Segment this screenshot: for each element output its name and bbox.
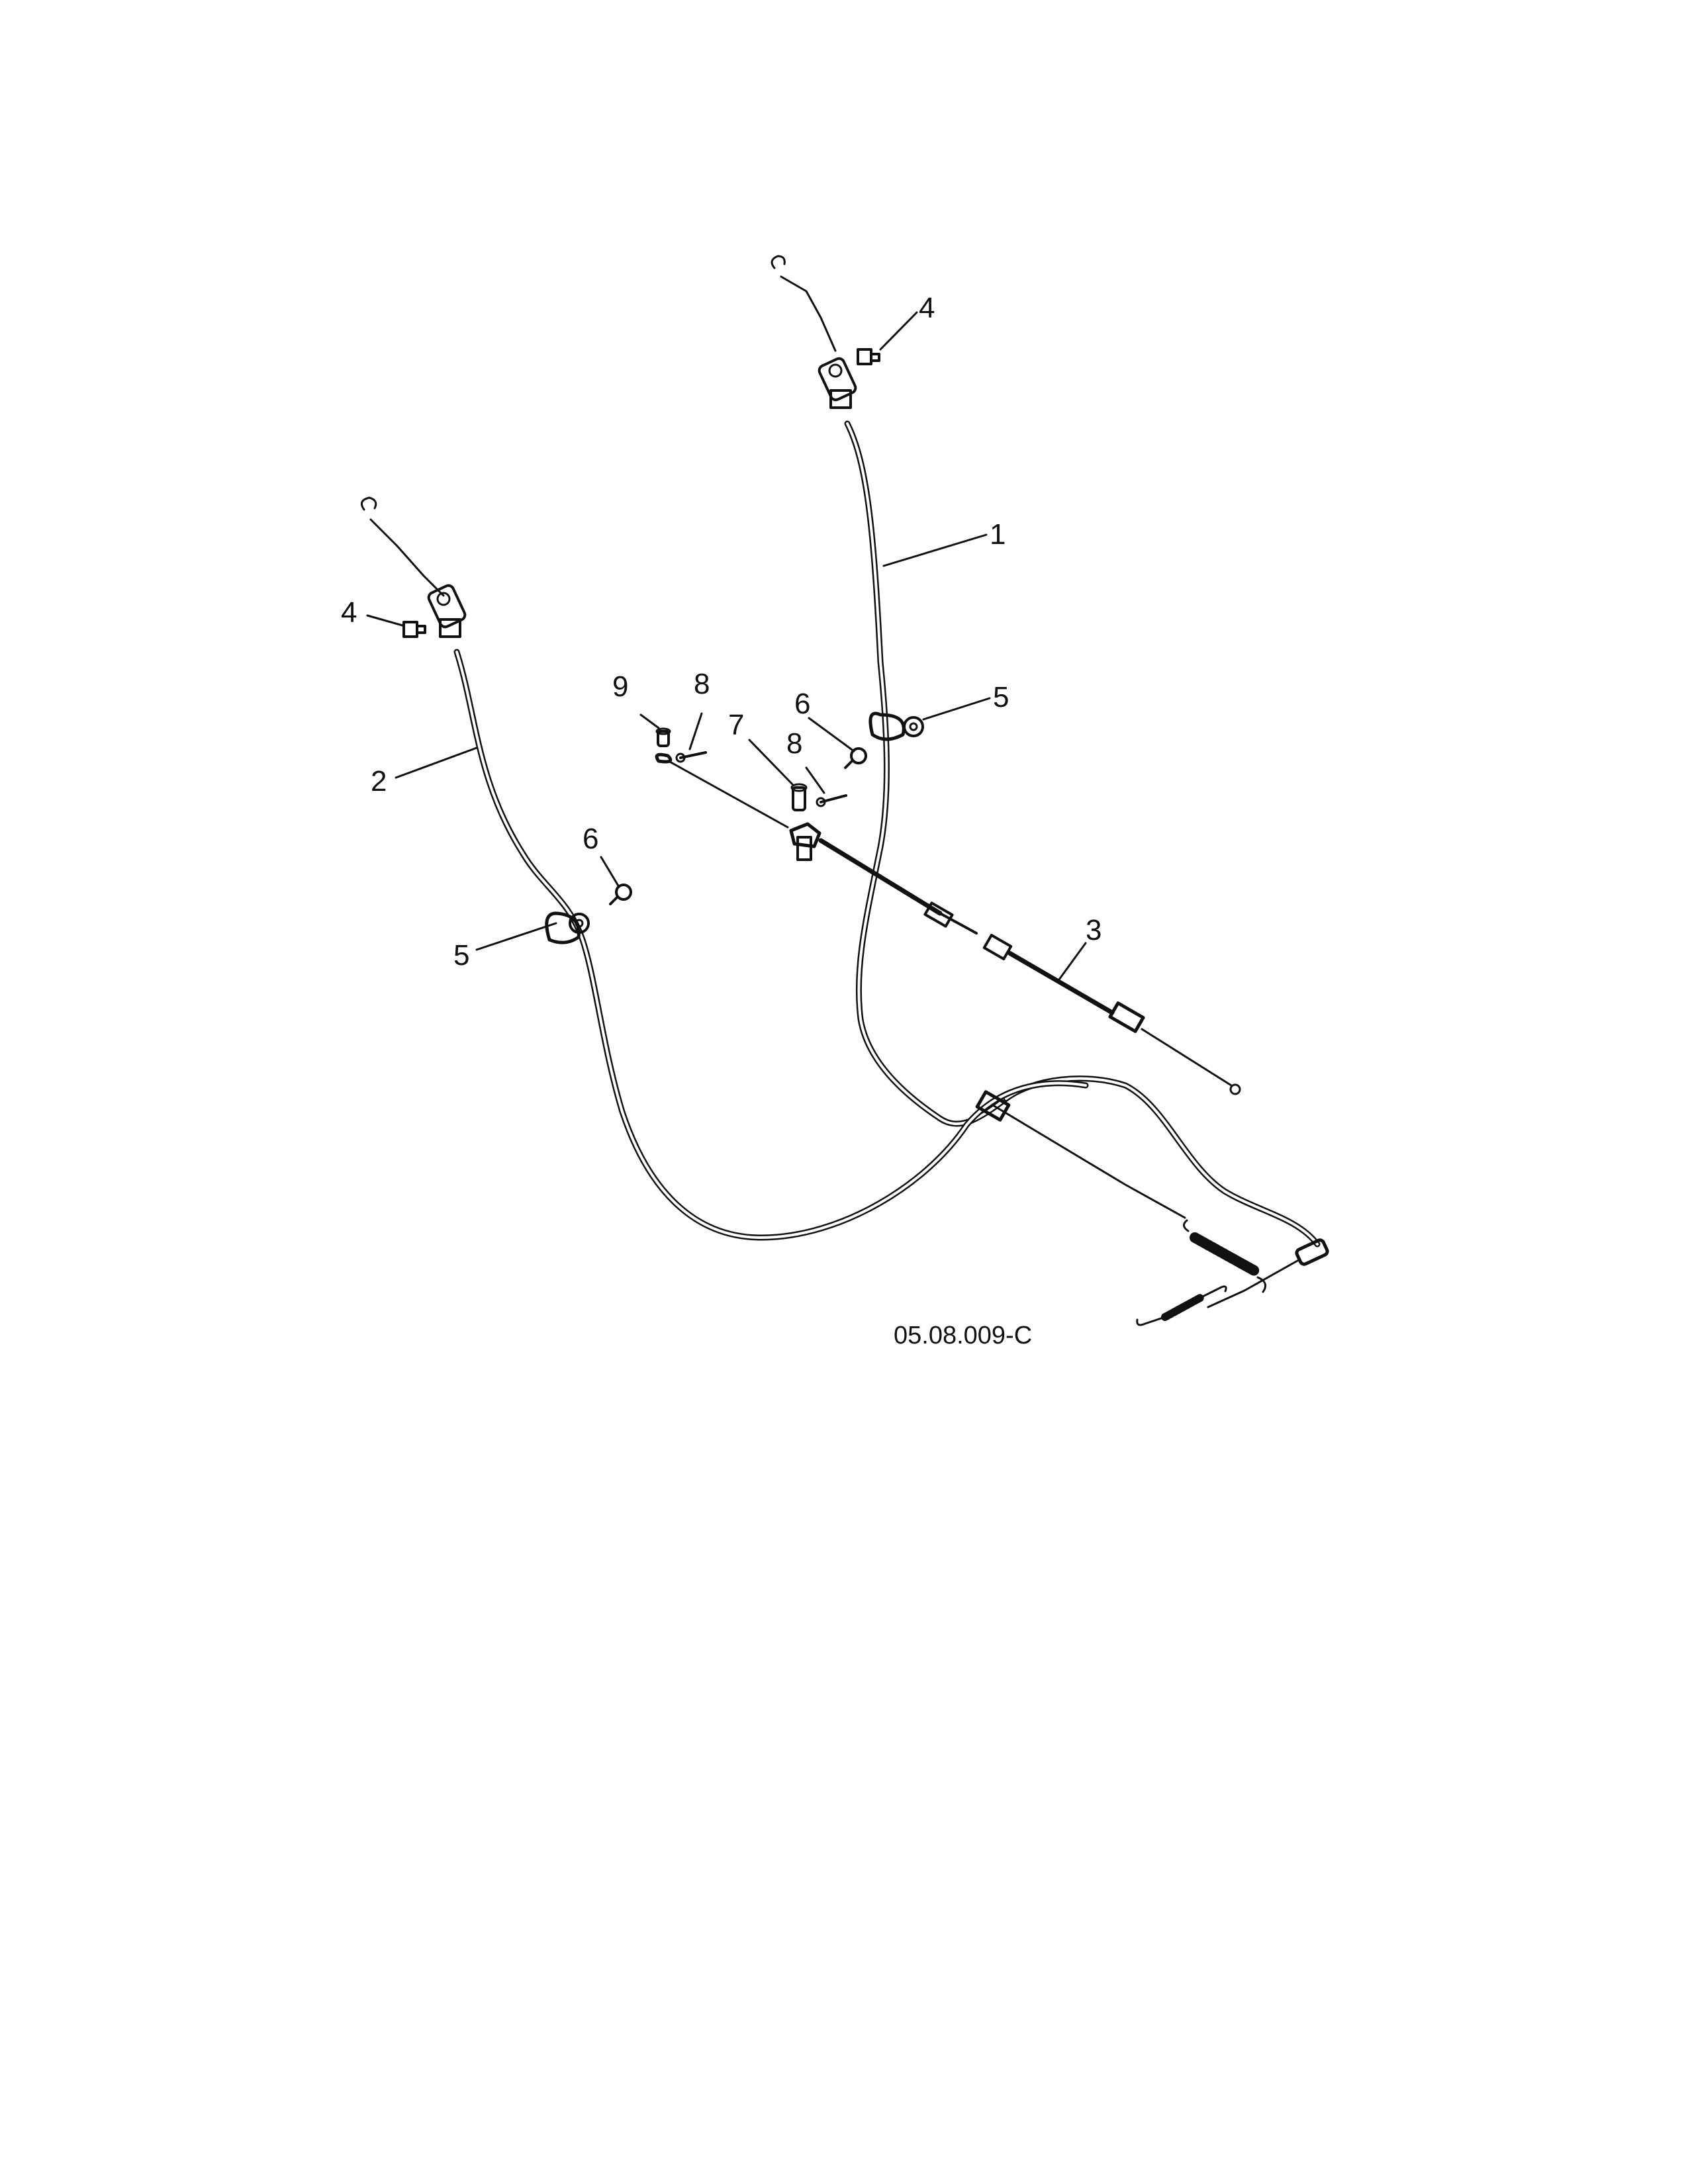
screw-icon bbox=[844, 747, 867, 769]
cable-1 bbox=[771, 255, 1329, 1308]
spring-assembly bbox=[975, 1090, 1267, 1326]
callout-4-left: 4 bbox=[341, 596, 357, 629]
pin-icon bbox=[790, 783, 808, 811]
clamp-icon bbox=[545, 911, 590, 944]
callout-9: 9 bbox=[612, 670, 628, 703]
cable-2 bbox=[360, 496, 1089, 1241]
callout-6-lower: 6 bbox=[583, 823, 598, 855]
callout-8-right: 8 bbox=[786, 727, 802, 760]
callout-8-left: 8 bbox=[694, 668, 710, 700]
bolt-icon bbox=[402, 621, 426, 638]
pin-icon bbox=[655, 727, 671, 747]
callout-6-upper: 6 bbox=[794, 688, 810, 720]
clamp-icon bbox=[868, 711, 924, 741]
cable-3 bbox=[655, 752, 1241, 1095]
callout-7: 7 bbox=[728, 709, 744, 741]
leader-lines bbox=[366, 311, 1087, 981]
cable-3-bracket bbox=[789, 822, 821, 861]
callout-4-right: 4 bbox=[919, 292, 935, 324]
bolt-icon bbox=[857, 348, 880, 365]
cable-1-end-fitting bbox=[818, 357, 857, 409]
cotter-pin-icon bbox=[675, 751, 707, 763]
callout-1: 1 bbox=[990, 518, 1006, 551]
cotter-pin-icon bbox=[816, 794, 847, 807]
screw-icon bbox=[609, 884, 632, 905]
cable-1-lower-fitting bbox=[1207, 1238, 1329, 1308]
callout-5-left: 5 bbox=[453, 939, 469, 972]
callout-5-right: 5 bbox=[993, 681, 1009, 713]
drawing-code: 05.08.009-C bbox=[894, 1322, 1032, 1349]
cable-2-end-fitting bbox=[427, 584, 467, 638]
callout-2: 2 bbox=[371, 765, 387, 797]
callout-3: 3 bbox=[1086, 914, 1102, 946]
